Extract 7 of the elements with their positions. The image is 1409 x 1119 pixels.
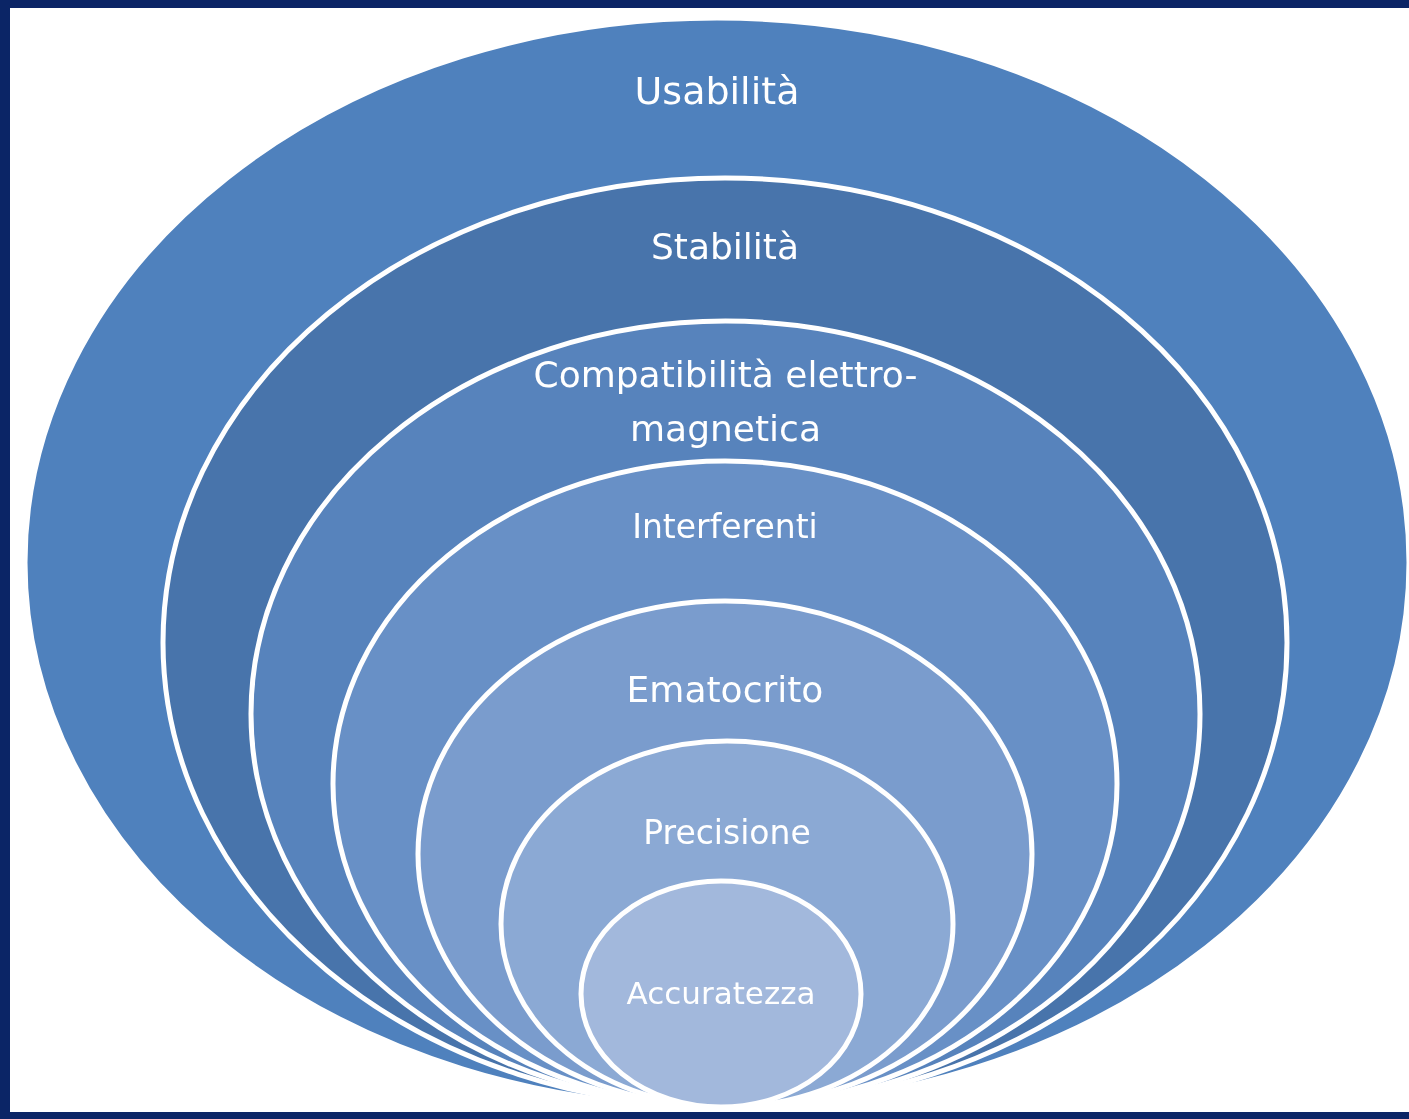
band-label: Interferenti xyxy=(632,506,818,548)
band-label: Stabilità xyxy=(650,225,800,269)
band-label: Usabilità xyxy=(634,68,800,115)
band-label: Precisione xyxy=(643,812,811,854)
band-label: Accuratezza xyxy=(626,974,816,1013)
band-label: Ematocrito xyxy=(626,668,824,712)
band-label: Compatibilità elettro-magnetica xyxy=(532,353,919,451)
